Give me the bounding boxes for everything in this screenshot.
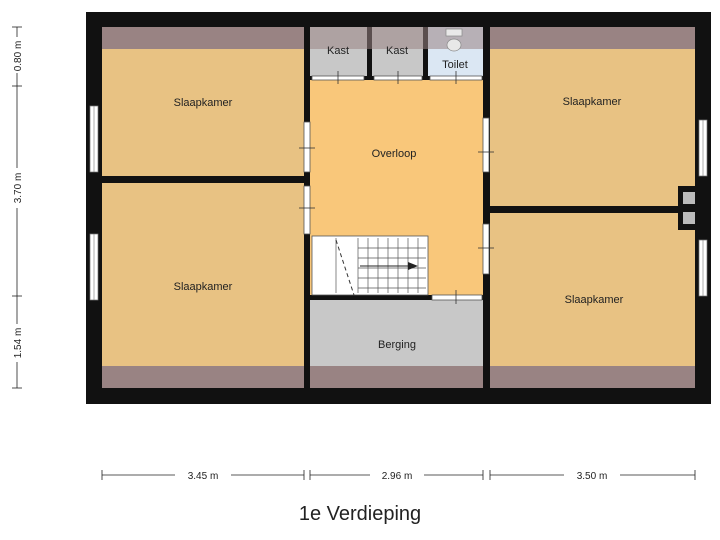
room-bedroom-top-left: [102, 27, 304, 176]
room-bedroom-bottom-left: [102, 183, 304, 388]
toilet-bowl-icon: [446, 38, 462, 52]
label-bedroom-bottom-right: Slaapkamer: [565, 294, 624, 306]
label-bedroom-top-left: Slaapkamer: [174, 97, 233, 109]
roof-slope: [490, 366, 695, 388]
roof-slope: [310, 366, 483, 388]
door-marks: [299, 71, 494, 304]
label-bedroom-bottom-left: Slaapkamer: [174, 281, 233, 293]
label-bedroom-top-right: Slaapkamer: [563, 96, 622, 108]
dimension-left-top: 0.80 m: [13, 41, 24, 72]
dimension-bottom-left: 3.45 m: [188, 471, 219, 482]
label-storage: Berging: [378, 339, 416, 351]
dimension-left-bottom: 1.54 m: [13, 328, 24, 359]
chimney-flue: [683, 212, 695, 224]
room-bedroom-top-right: [490, 27, 695, 206]
roof-slope: [310, 27, 483, 49]
roof-slope: [102, 366, 304, 388]
label-closet-1: Kast: [327, 45, 349, 57]
plan-title: 1e Verdieping: [298, 503, 422, 525]
dimension-bottom-right: 3.50 m: [577, 471, 608, 482]
dimension-bottom-middle: 2.96 m: [382, 471, 413, 482]
roof-slope: [102, 27, 304, 49]
dimension-left-middle: 3.70 m: [13, 173, 24, 204]
stair-arrow-icon: [360, 262, 418, 270]
chimney-flue: [683, 192, 695, 204]
toilet-cistern-icon: [445, 28, 463, 37]
roof-slope: [490, 27, 695, 49]
label-toilet: Toilet: [442, 59, 468, 71]
room-bedroom-bottom-right: [490, 213, 695, 388]
label-landing: Overloop: [372, 148, 417, 160]
label-closet-2: Kast: [386, 45, 408, 57]
stair-cut-line: [335, 239, 355, 296]
